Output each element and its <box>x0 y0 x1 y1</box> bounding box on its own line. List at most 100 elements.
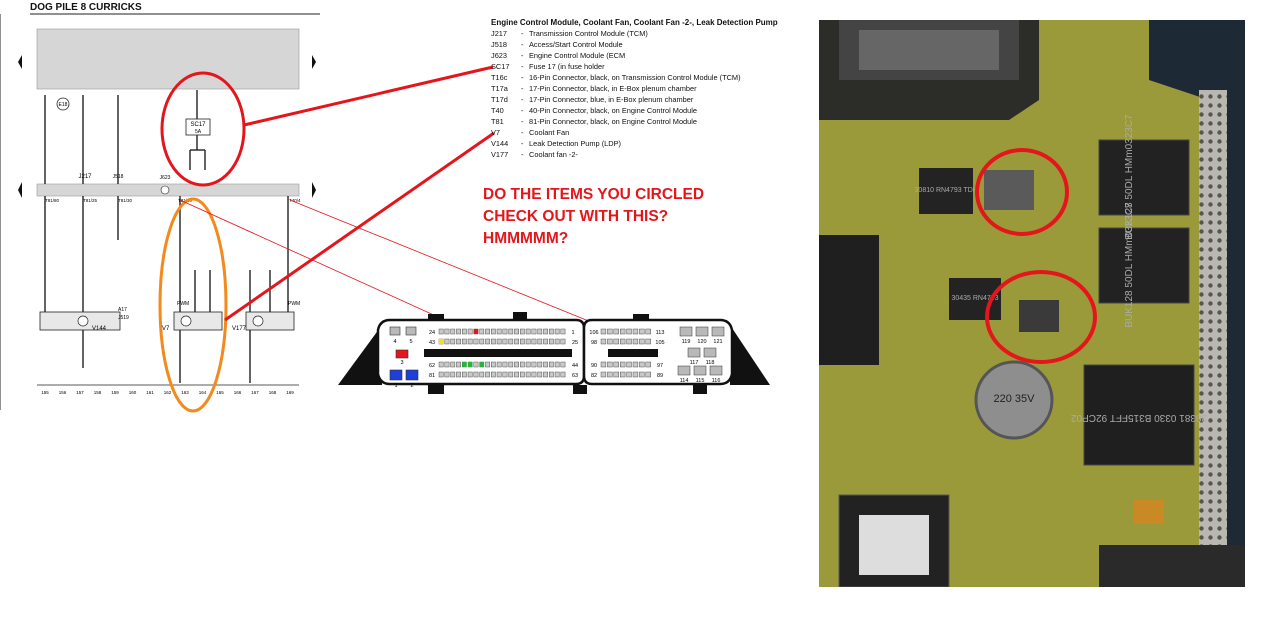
grid-number: 169 <box>286 390 294 395</box>
grid-number: 163 <box>181 390 189 395</box>
pin <box>632 338 639 345</box>
pin <box>620 328 626 335</box>
pin <box>537 338 543 345</box>
grid-number: 160 <box>129 390 137 395</box>
pin <box>554 328 560 335</box>
annotation-line-1: DO THE ITEMS YOU CIRCLED <box>483 186 705 203</box>
pin <box>560 338 566 345</box>
pin-row-label-98: 98 <box>591 340 597 346</box>
pin <box>502 328 508 335</box>
legend-code: J217 <box>491 29 508 38</box>
pin <box>450 361 456 368</box>
pin <box>444 361 450 368</box>
legend-item: T17a -17-Pin Connector, black, in E-Box p… <box>491 83 791 94</box>
pin <box>632 361 639 368</box>
pin-row-label-24: 24 <box>429 330 435 336</box>
pin <box>473 371 479 378</box>
legend-desc: Fuse 17 (in fuse holder <box>529 62 605 71</box>
legend-item: T81-81-Pin Connector, black, on Engine C… <box>491 116 791 127</box>
pin <box>508 361 514 368</box>
title-main: DOG PILE <box>30 2 78 13</box>
pin <box>632 371 639 378</box>
pin-label-117: 117 <box>690 360 699 366</box>
diagram-title: DOG PILE 8 CURRICKS <box>30 2 142 13</box>
legend-dash: - <box>521 84 524 93</box>
pin-row-end-25: 25 <box>572 340 578 346</box>
grid-number: 166 <box>234 390 242 395</box>
pin <box>508 338 514 345</box>
annotation-line-3: HMMMMM? <box>483 230 569 247</box>
legend-desc: 40-Pin Connector, black, on Engine Contr… <box>529 106 698 115</box>
pin <box>467 371 473 378</box>
grid-number: 165 <box>216 390 224 395</box>
legend-dash: - <box>521 150 524 159</box>
legend-desc: 16-Pin Connector, black, on Transmission… <box>529 73 741 82</box>
pin <box>560 371 566 378</box>
ecu-board-photo: BUK128 50DL HMm0323C7 BUK128 50DL HMm032… <box>819 20 1245 587</box>
pin <box>461 338 467 345</box>
legend-item: V7-Coolant Fan <box>491 127 791 138</box>
pin <box>626 371 632 378</box>
pin <box>543 371 548 378</box>
pin <box>607 338 613 345</box>
v177-label: V177 <box>232 326 247 332</box>
pin <box>525 328 531 335</box>
pin <box>456 338 461 345</box>
pin <box>456 328 461 335</box>
grid-number: 156 <box>59 390 67 395</box>
grid-number: 158 <box>94 390 102 395</box>
pin-label-119: 119 <box>682 339 691 345</box>
legend-desc: Transmission Control Module (TCM) <box>529 29 648 38</box>
pin-label-114: 114 <box>680 378 689 384</box>
pin <box>496 371 502 378</box>
legend-item: J217-Transmission Control Module (TCM) <box>491 28 791 39</box>
pin <box>514 338 519 345</box>
pin <box>508 371 514 378</box>
pin <box>600 371 607 378</box>
pin <box>548 328 554 335</box>
pin-label-120: 120 <box>697 339 706 345</box>
pin <box>490 338 496 345</box>
pin <box>620 338 626 345</box>
connector-t81-25: T81/25 <box>83 198 98 203</box>
highlighted-pin <box>468 362 473 367</box>
pin <box>607 371 613 378</box>
pin <box>600 338 607 345</box>
pin <box>613 371 619 378</box>
grid-number: 162 <box>164 390 172 395</box>
legend-dash: - <box>521 51 524 60</box>
markup-overlay <box>158 65 649 413</box>
legend-desc: Access/Start Control Module <box>529 40 623 49</box>
component-legend: Engine Control Module, Coolant Fan, Cool… <box>491 18 791 160</box>
legend-code: T17d <box>491 95 508 104</box>
pin <box>490 371 496 378</box>
legend-code: J623 <box>491 51 508 60</box>
pin <box>461 328 467 335</box>
pin <box>554 338 560 345</box>
legend-item: T40-40-Pin Connector, black, on Engine C… <box>491 105 791 116</box>
title-sub: 8 CURRICKS <box>80 2 142 13</box>
j623-label: J623 <box>160 175 171 181</box>
pin <box>600 361 607 368</box>
connector-pins <box>438 328 651 378</box>
pin <box>496 328 502 335</box>
legend-code: J518 <box>491 40 508 49</box>
legend-list: J217-Transmission Control Module (TCM)J5… <box>491 28 791 160</box>
v144-label: V144 <box>92 326 107 332</box>
pin <box>626 338 632 345</box>
pin <box>607 328 613 335</box>
pin <box>620 371 626 378</box>
legend-desc: Coolant Fan <box>529 128 570 137</box>
pin-row-end-44: 44 <box>572 363 578 369</box>
pin <box>645 371 651 378</box>
legend-desc: 17-Pin Connector, black, in E-Box plenum… <box>529 84 697 93</box>
legend-code: T17a <box>491 84 508 93</box>
pin <box>485 361 490 368</box>
pin-row-end-1: 1 <box>571 330 574 336</box>
grid-number: 164 <box>199 390 207 395</box>
pin-label-5: 5 <box>409 339 412 345</box>
pin <box>502 338 508 345</box>
pin-row-end-113: 113 <box>656 330 665 336</box>
pin-row-end-97: 97 <box>657 363 663 369</box>
legend-dash: - <box>521 128 524 137</box>
